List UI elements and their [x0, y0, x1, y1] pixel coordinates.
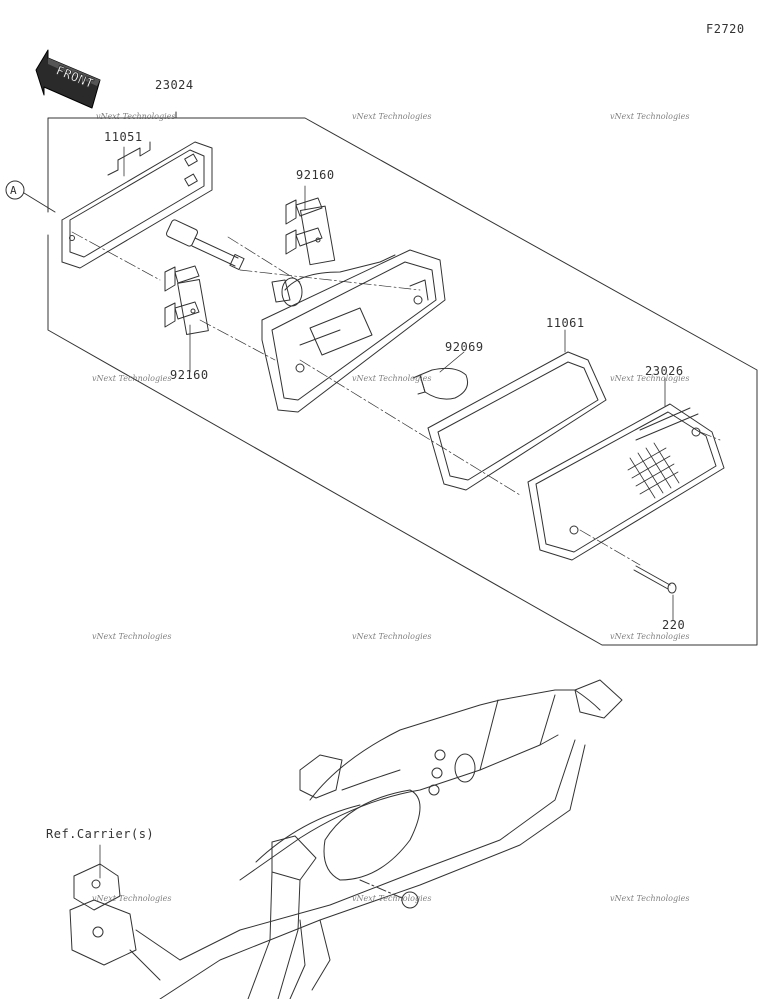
watermark: vNext Technologies: [352, 374, 432, 383]
watermark: vNext Technologies: [92, 632, 172, 641]
bracket-11051: [61, 141, 213, 269]
watermark: vNext Technologies: [610, 112, 690, 121]
watermark: vNext Technologies: [96, 112, 176, 121]
part-number-23024: 23024: [155, 78, 194, 92]
watermark: vNext Technologies: [352, 632, 432, 641]
watermark: vNext Technologies: [92, 374, 172, 383]
assembly-outline: [47, 111, 758, 646]
callout-a: [5, 180, 56, 213]
part-number-92160-upper: 92160: [296, 168, 335, 182]
bulb-92069: [412, 367, 469, 400]
part-number-23026: 23026: [645, 364, 684, 378]
figure-code: F2720: [706, 22, 745, 36]
leader-lines: [99, 146, 674, 879]
watermark: vNext Technologies: [610, 632, 690, 641]
wire-connector: [165, 219, 245, 271]
part-number-11051: 11051: [104, 130, 143, 144]
lens-grid: [627, 442, 680, 499]
screw-220: [633, 565, 677, 594]
front-arrow-icon: FRONT: [35, 49, 101, 109]
reference-label: Ref.Carrier(s): [46, 827, 155, 841]
socket-92160-upper: [285, 197, 336, 266]
watermark: vNext Technologies: [610, 374, 690, 383]
watermark: vNext Technologies: [352, 894, 432, 903]
watermark: vNext Technologies: [92, 894, 172, 903]
part-number-220: 220: [662, 618, 686, 632]
part-number-11061: 11061: [546, 316, 585, 330]
carrier-frame: [69, 679, 623, 1000]
gasket-11061: [427, 351, 607, 491]
lamp-housing: [261, 249, 446, 413]
watermark: vNext Technologies: [610, 894, 690, 903]
lens-23026: [527, 403, 725, 561]
callout-a-label: A: [10, 184, 18, 197]
part-number-92069: 92069: [445, 340, 484, 354]
socket-92160-lower: [164, 265, 209, 336]
watermark: vNext Technologies: [352, 112, 432, 121]
part-number-92160-lower: 92160: [170, 368, 209, 382]
